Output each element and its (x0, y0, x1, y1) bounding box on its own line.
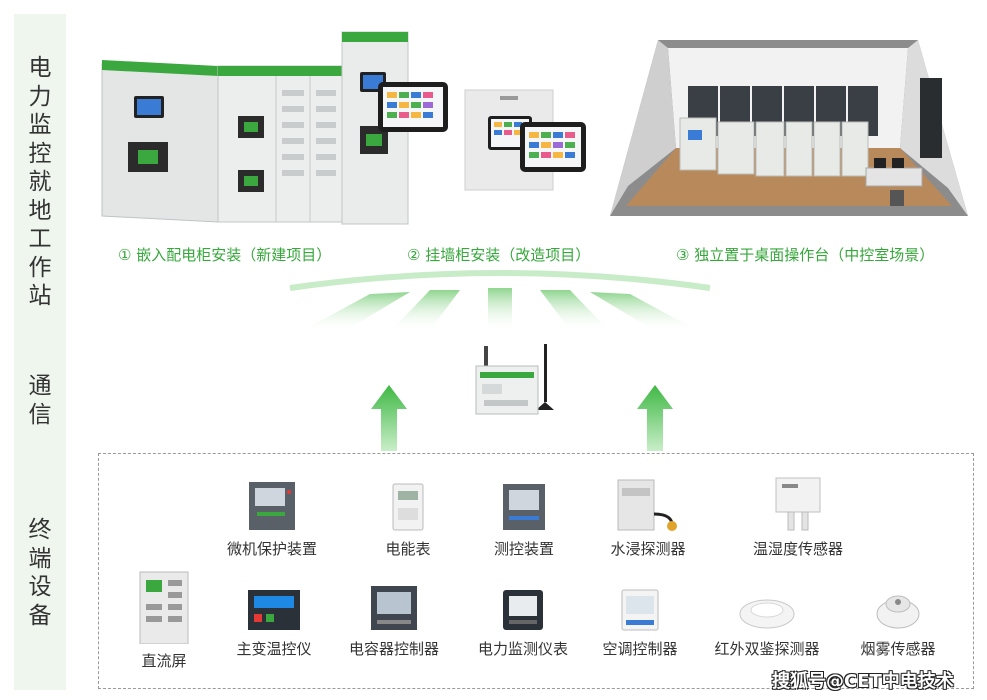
device-temp-humidity-sensor: 温湿度传感器 (736, 470, 860, 559)
device-dc-panel: 直流屏 (124, 570, 204, 671)
smoke-sensor-icon (876, 595, 920, 629)
power-monitor-meter-icon (503, 590, 543, 630)
dc-panel-icon (139, 571, 189, 644)
device-water-detector: 水浸探测器 (596, 470, 700, 559)
temp-humidity-sensor-icon (775, 477, 821, 531)
device-capacitor-controller: 电容器控制器 (332, 582, 456, 659)
caption-desk-install: ③ 独立置于桌面操作台（中控室场景） (676, 246, 935, 264)
relay-protection-icon (249, 482, 295, 530)
caption-wall-install: ② 挂墙柜安装（改造项目） (407, 246, 591, 264)
terminal-devices-box (98, 453, 974, 689)
device-ac-controller: 空调控制器 (588, 582, 692, 659)
ac-controller-icon (621, 589, 659, 631)
infrared-detector-icon (739, 599, 795, 629)
device-transformer-temp-controller: 主变温控仪 (214, 582, 334, 659)
watermark: 搜狐号@CET中电技术 (772, 671, 954, 692)
capacitor-controller-icon (371, 586, 417, 630)
device-energy-meter: 电能表 (358, 470, 458, 559)
wireless-signal-icon (260, 268, 740, 340)
wall-cabinet-image (460, 86, 590, 192)
workstation-label: 电力监控就地工作站 (28, 55, 52, 309)
communication-gateway-image (470, 340, 570, 420)
device-measure-control: 测控装置 (474, 470, 574, 559)
terminal-devices-label: 终端设备 (28, 517, 52, 629)
up-arrow-right-icon (637, 385, 673, 455)
switchgear-cabinet-image (98, 30, 450, 226)
device-infrared-detector: 红外双鉴探测器 (704, 582, 830, 659)
communication-label: 通信 (28, 373, 52, 428)
up-arrow-left-icon (371, 385, 407, 455)
control-room-image (608, 38, 973, 222)
device-power-monitor-meter: 电力监测仪表 (464, 582, 582, 659)
device-relay-protection: 微机保护装置 (212, 470, 332, 559)
energy-meter-icon (392, 483, 424, 531)
water-detector-icon (617, 479, 677, 531)
sidebar: 电力监控就地工作站 通信 终端设备 (14, 14, 66, 690)
measure-control-icon (503, 484, 545, 530)
device-smoke-sensor: 烟雾传感器 (846, 582, 950, 659)
transformer-temp-controller-icon (248, 590, 300, 630)
caption-embedded-install: ① 嵌入配电柜安装（新建项目） (118, 246, 332, 264)
